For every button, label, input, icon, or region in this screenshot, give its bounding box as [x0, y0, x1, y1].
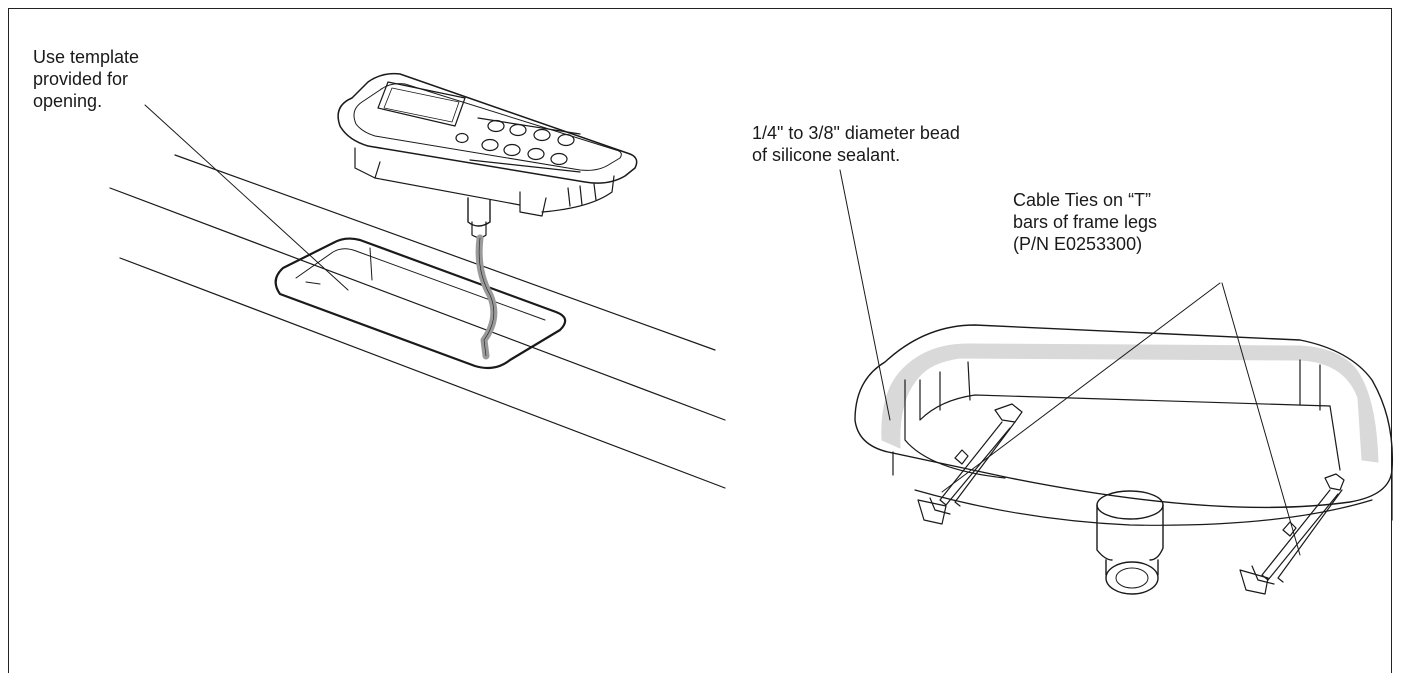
callout-cable-ties-line-1: Cable Ties on “T”: [1013, 190, 1152, 210]
leader-silicone: [839, 169, 891, 421]
callout-cable-ties-line-2: bars of frame legs: [1013, 212, 1158, 232]
panel-underside: [854, 324, 1394, 595]
callout-template-text: Use template provided for opening.: [33, 46, 139, 112]
cable-connector: [1096, 490, 1164, 595]
callout-cable-ties-line-3: (P/N E0253300): [1013, 234, 1143, 254]
leader-cable-tie-right: [1221, 282, 1301, 556]
template-opening: [274, 237, 567, 370]
callout-silicone-line-1: 1/4" to 3/8" diameter bead: [752, 123, 960, 143]
callout-silicone-text: 1/4" to 3/8" diameter bead of silicone s…: [752, 122, 960, 166]
diagram-frame: [8, 8, 1392, 673]
callout-template-line-3: opening.: [33, 91, 103, 111]
silicone-bead: [881, 343, 1379, 463]
leader-template: [144, 104, 349, 291]
leader-cable-tie-left: [941, 282, 1221, 493]
mounting-surface: [109, 154, 726, 489]
callout-cable-ties-text: Cable Ties on “T” bars of frame legs (P/…: [1013, 189, 1157, 255]
callout-silicone-line-2: of silicone sealant.: [752, 145, 901, 165]
callout-template-line-1: Use template: [33, 47, 140, 67]
callout-template-line-2: provided for: [33, 69, 129, 89]
control-panel: [337, 72, 638, 239]
